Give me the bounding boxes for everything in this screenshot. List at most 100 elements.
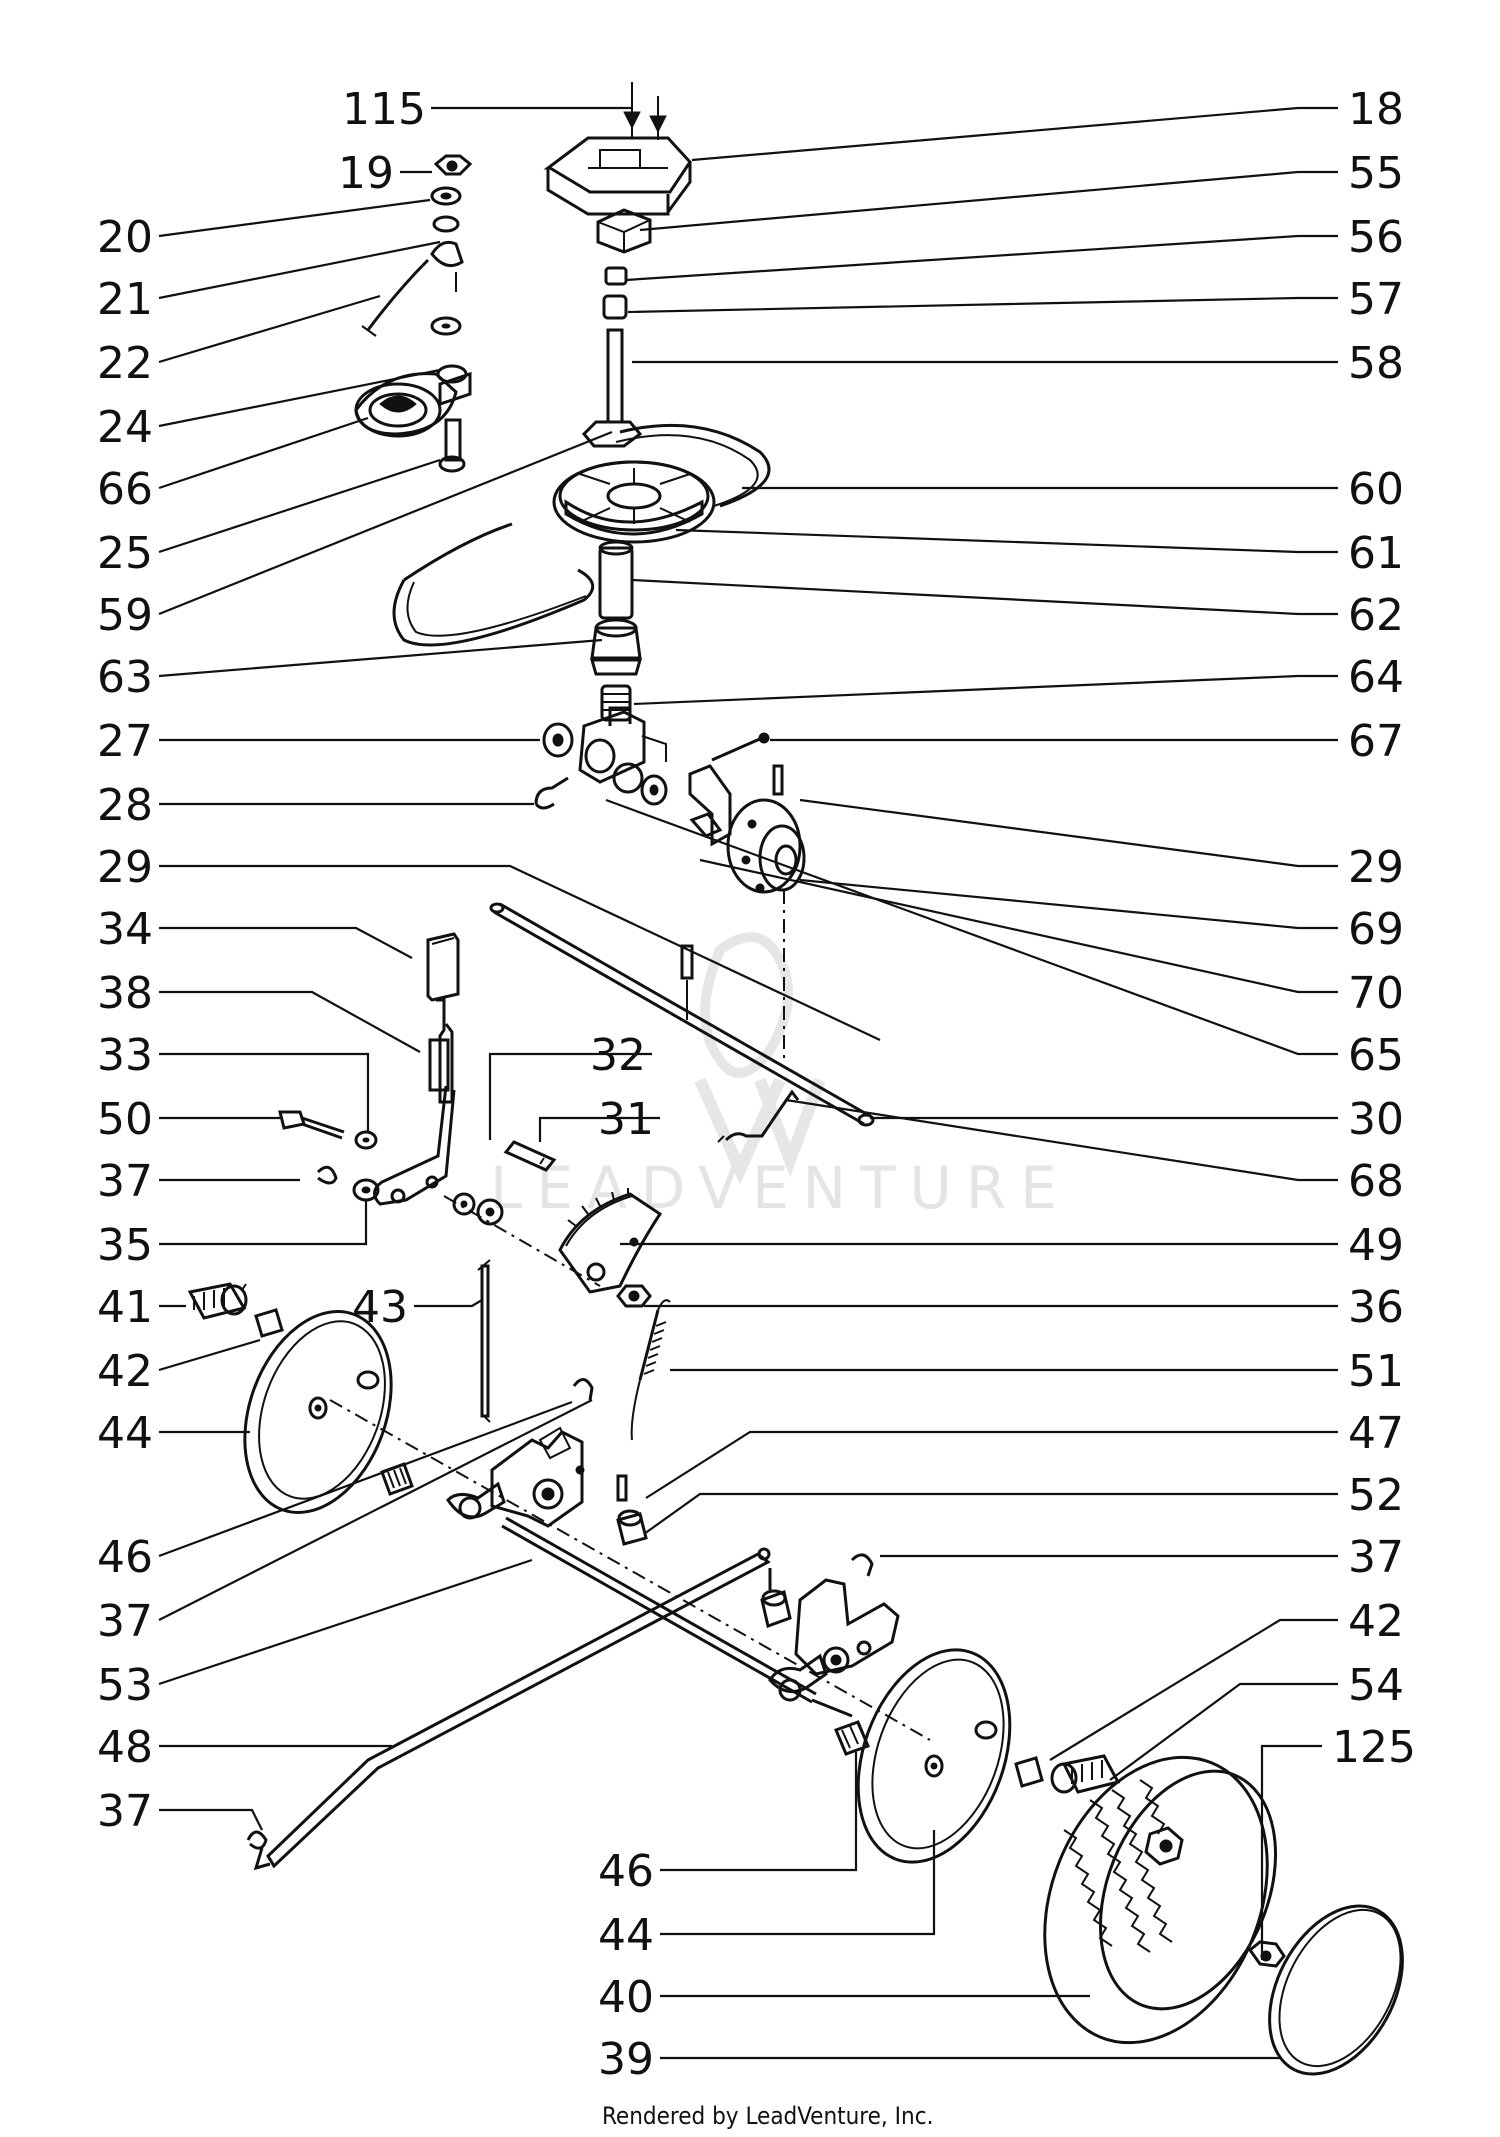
part-37-clip-upper bbox=[316, 1165, 338, 1185]
part-62-shaft-tube bbox=[598, 540, 634, 620]
callout-28: 28 bbox=[97, 780, 153, 831]
part-47-pin bbox=[616, 1474, 628, 1502]
part-58-bolt bbox=[581, 328, 643, 448]
part-33-washer bbox=[354, 1130, 378, 1150]
part-41-pinion-gear bbox=[187, 1282, 248, 1320]
callout-37: 37 bbox=[97, 1786, 153, 1837]
leader-57 bbox=[627, 296, 1338, 314]
part-50-bolt bbox=[278, 1110, 345, 1140]
part-31-pin bbox=[503, 1140, 557, 1172]
leader-44 bbox=[660, 1830, 936, 1936]
leader-18 bbox=[691, 106, 1338, 162]
leader-65 bbox=[605, 798, 1338, 1056]
leader-20 bbox=[158, 198, 431, 238]
leader-68 bbox=[785, 1098, 1338, 1182]
callout-44: 44 bbox=[598, 1910, 654, 1961]
callout-66: 66 bbox=[97, 464, 153, 515]
part-25-bolt bbox=[438, 418, 466, 473]
part-34-handle-grip bbox=[426, 932, 460, 1002]
part-21-arm bbox=[430, 240, 464, 292]
leader-29 bbox=[159, 864, 881, 1041]
callout-labels: 1151920212224662559632728293438335037354… bbox=[97, 84, 1416, 2085]
part-right-axle-bracket bbox=[760, 1568, 900, 1718]
part-22-spring-rod bbox=[361, 258, 430, 337]
callout-20: 20 bbox=[97, 212, 153, 263]
leader-25 bbox=[158, 458, 441, 554]
leader-29 bbox=[799, 798, 1338, 868]
part-61-drive-pulley bbox=[552, 460, 716, 544]
callout-46: 46 bbox=[97, 1532, 153, 1583]
callout-18: 18 bbox=[1348, 84, 1404, 135]
leader-32 bbox=[488, 1052, 652, 1140]
part-28-clip bbox=[534, 776, 569, 810]
part-56-57-nut-spacer bbox=[602, 266, 628, 320]
callout-56: 56 bbox=[1348, 212, 1404, 263]
watermark-text: LEADVENTURE bbox=[490, 1154, 1071, 1222]
leader-43 bbox=[414, 1299, 483, 1308]
leader-46 bbox=[660, 1752, 858, 1872]
part-42-bushing-left bbox=[254, 1308, 284, 1338]
callout-53: 53 bbox=[97, 1660, 153, 1711]
callout-33: 33 bbox=[97, 1030, 153, 1081]
leader-66 bbox=[158, 416, 369, 490]
callout-36: 36 bbox=[1348, 1282, 1404, 1333]
part-63-bushing bbox=[590, 618, 642, 676]
callout-21: 21 bbox=[97, 274, 153, 325]
callout-37: 37 bbox=[97, 1596, 153, 1647]
callout-125: 125 bbox=[1332, 1722, 1416, 1773]
leader-22 bbox=[158, 294, 381, 364]
part-21-spacer bbox=[432, 215, 460, 233]
part-rear-axle-assembly bbox=[446, 1426, 585, 1528]
callout-68: 68 bbox=[1348, 1156, 1404, 1207]
part-19-nut bbox=[433, 154, 473, 176]
callout-55: 55 bbox=[1348, 148, 1404, 199]
callout-31: 31 bbox=[598, 1094, 654, 1145]
leader-53 bbox=[158, 1558, 533, 1686]
part-52-bushing bbox=[616, 1509, 648, 1546]
callout-43: 43 bbox=[352, 1282, 408, 1333]
callout-leaders bbox=[158, 106, 1338, 2060]
parts-artwork bbox=[187, 82, 1404, 2076]
leader-42 bbox=[158, 1338, 261, 1372]
callout-19: 19 bbox=[338, 148, 394, 199]
leader-47 bbox=[645, 1430, 1338, 1499]
leader-31 bbox=[538, 1116, 660, 1142]
callout-70: 70 bbox=[1348, 968, 1404, 1019]
part-115-pins bbox=[623, 82, 667, 140]
callout-46: 46 bbox=[598, 1846, 654, 1897]
leader-56 bbox=[625, 234, 1338, 282]
callout-44: 44 bbox=[97, 1408, 153, 1459]
callout-32: 32 bbox=[590, 1030, 646, 1081]
callout-51: 51 bbox=[1348, 1346, 1404, 1397]
part-20-washer bbox=[430, 186, 462, 206]
callout-69: 69 bbox=[1348, 904, 1404, 955]
part-48-drive-link bbox=[253, 1547, 771, 1871]
watermark-logo bbox=[694, 932, 826, 1185]
part-37-clip-lower bbox=[246, 1830, 268, 1850]
callout-37: 37 bbox=[1348, 1532, 1404, 1583]
part-69-clutch-plate bbox=[726, 798, 806, 894]
callout-65: 65 bbox=[1348, 1030, 1404, 1081]
leader-54 bbox=[1109, 1682, 1338, 1781]
leader-61 bbox=[675, 528, 1338, 554]
leader-59 bbox=[158, 430, 613, 616]
callout-115: 115 bbox=[342, 84, 426, 135]
dashed-axle-line bbox=[329, 1399, 931, 1741]
leader-38 bbox=[159, 990, 421, 1053]
callout-25: 25 bbox=[97, 528, 153, 579]
part-55-block bbox=[596, 208, 652, 254]
callout-67: 67 bbox=[1348, 716, 1404, 767]
callout-57: 57 bbox=[1348, 274, 1404, 325]
part-60-belt bbox=[615, 423, 771, 508]
part-24-washers bbox=[430, 316, 468, 384]
callout-37: 37 bbox=[97, 1156, 153, 1207]
part-29-pin-axle bbox=[680, 944, 694, 1020]
callout-64: 64 bbox=[1348, 652, 1404, 703]
callout-62: 62 bbox=[1348, 590, 1404, 641]
part-59-v-belt bbox=[392, 522, 595, 647]
part-40-wheel-tire bbox=[1043, 1755, 1278, 2045]
callout-58: 58 bbox=[1348, 338, 1404, 389]
callout-34: 34 bbox=[97, 904, 153, 955]
footer-credit: Rendered by LeadVenture, Inc. bbox=[602, 2102, 933, 2130]
